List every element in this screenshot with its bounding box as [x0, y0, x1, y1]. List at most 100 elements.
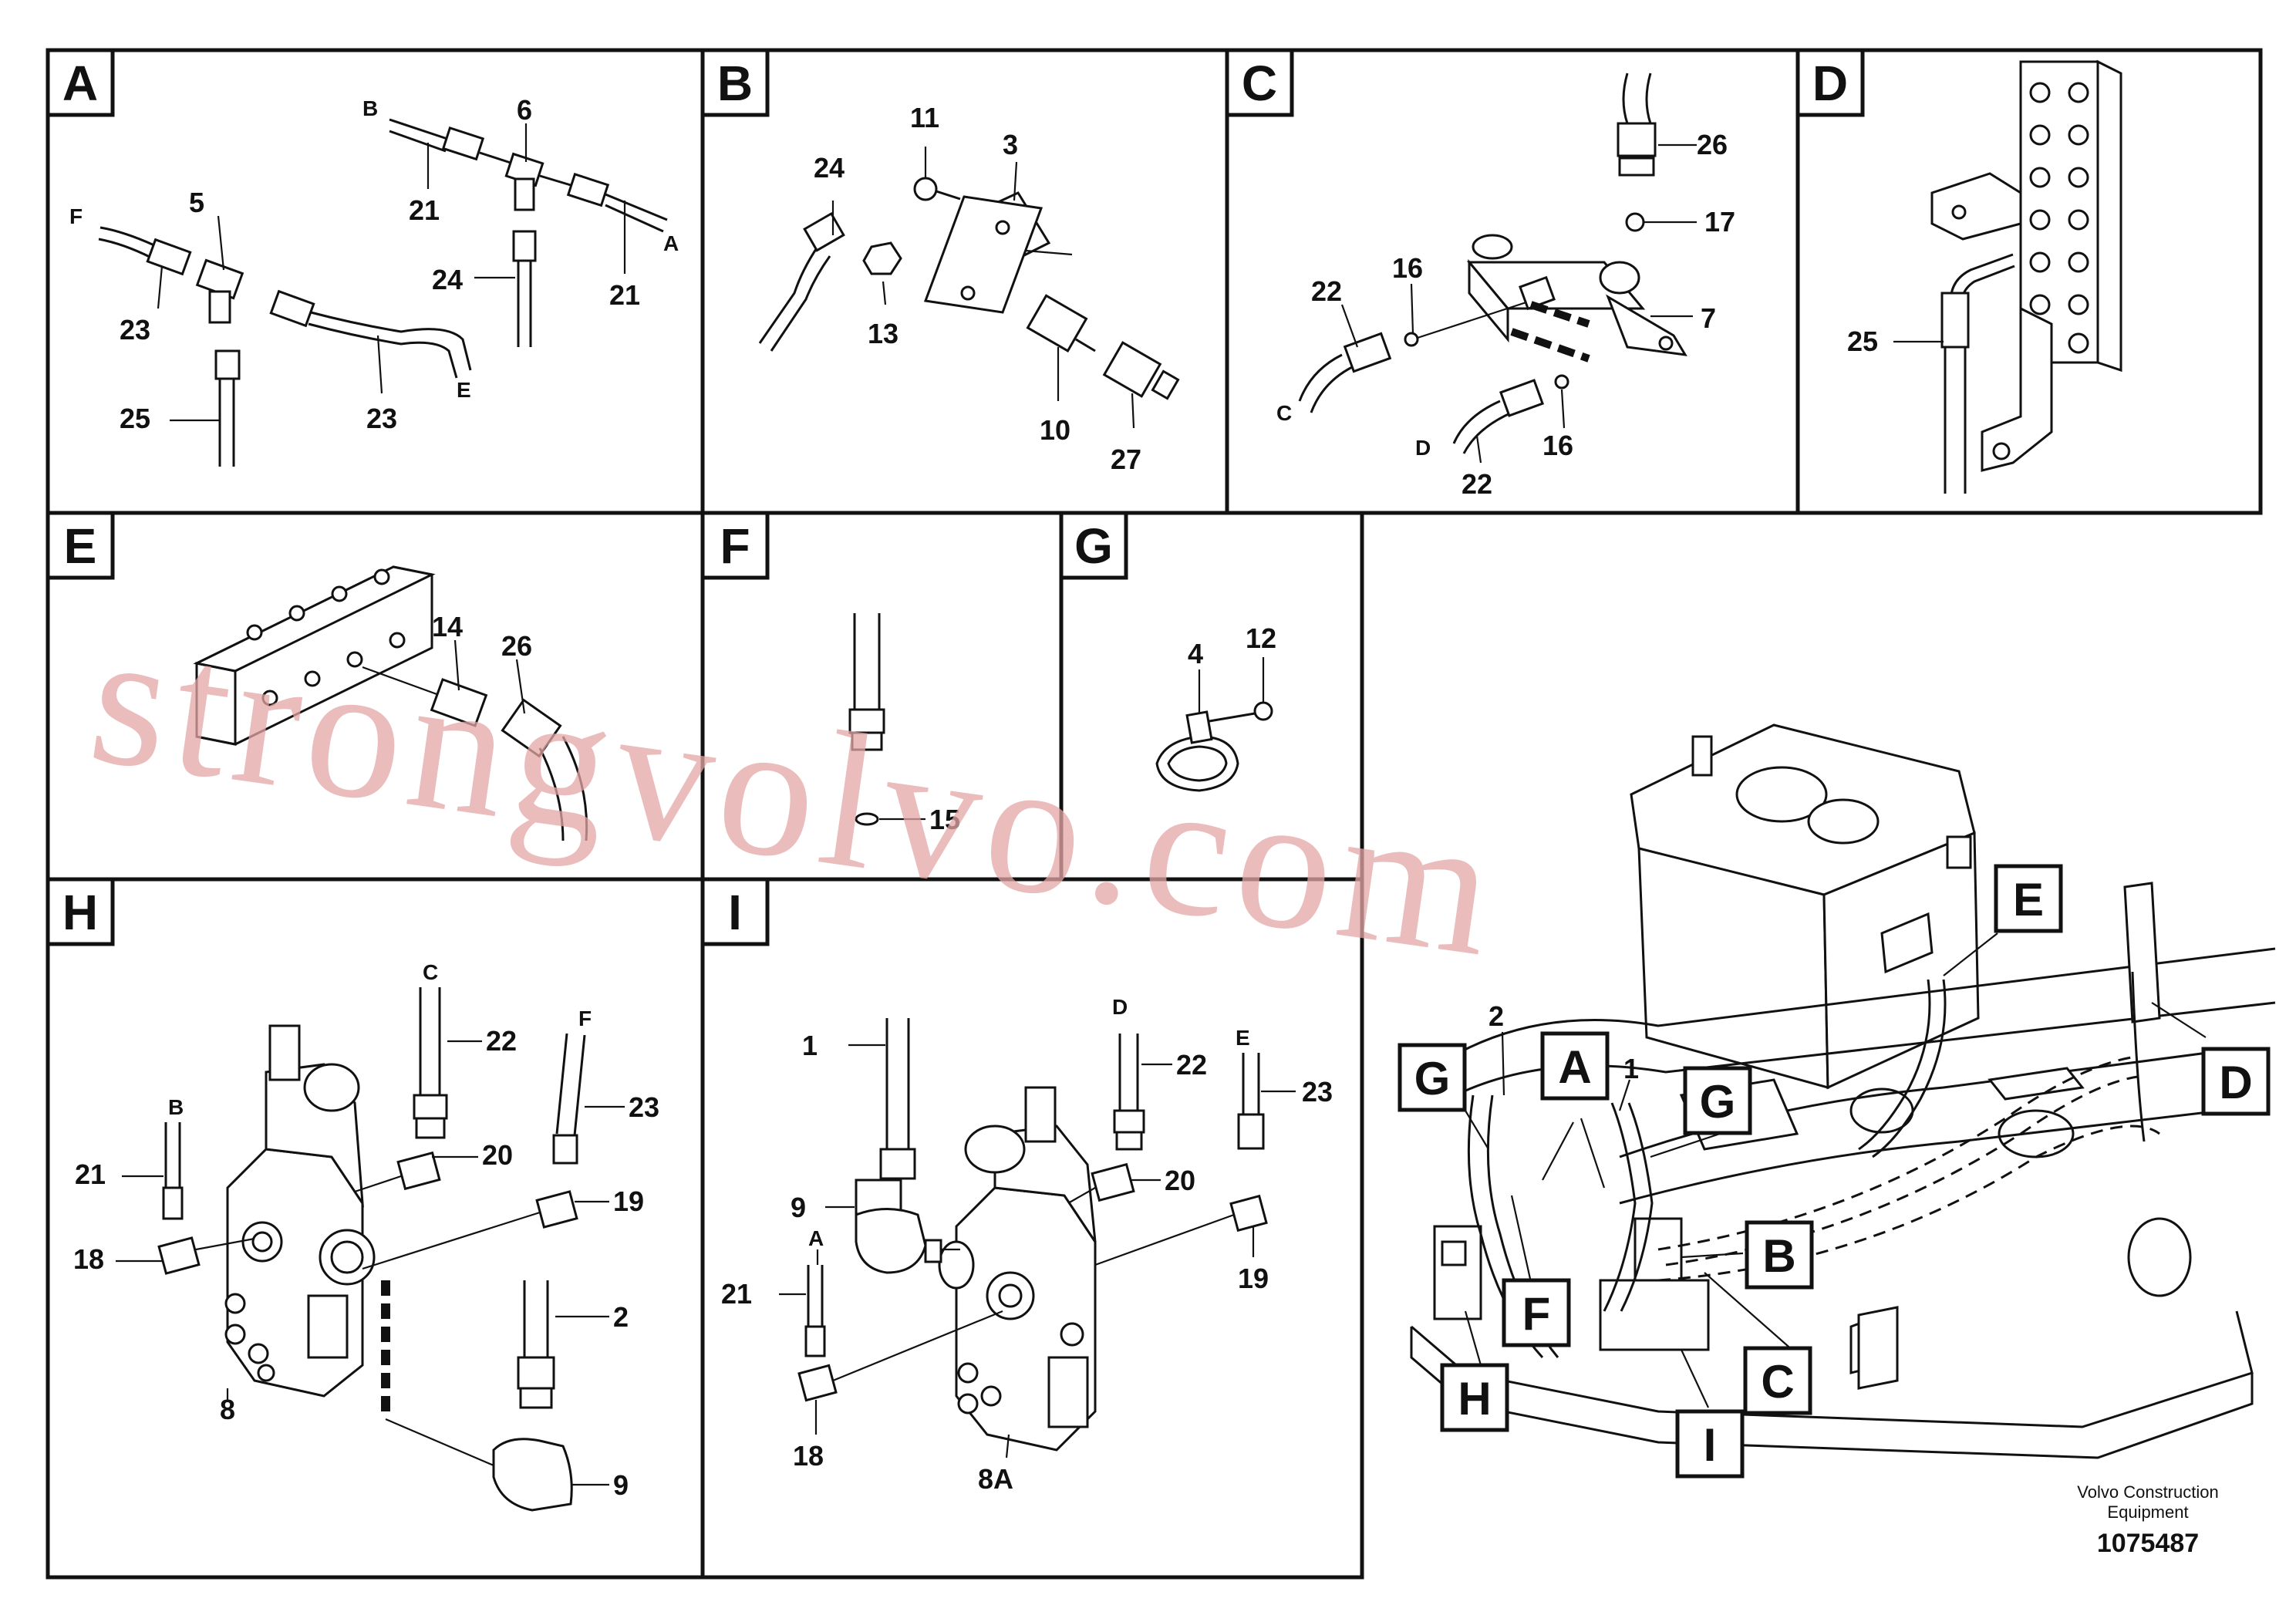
- svg-text:21: 21: [409, 194, 440, 226]
- callout-C: C: [1743, 1346, 1812, 1415]
- svg-text:21: 21: [609, 279, 640, 311]
- panel-tag-I: I: [700, 877, 770, 946]
- panel-B-drawing: 24 11 3 13 10 27: [758, 102, 1180, 475]
- svg-text:D: D: [1112, 995, 1128, 1019]
- svg-text:15: 15: [929, 804, 960, 835]
- svg-text:G: G: [1414, 1053, 1451, 1104]
- svg-text:5: 5: [189, 187, 204, 218]
- svg-text:E: E: [1236, 1026, 1250, 1050]
- svg-text:24: 24: [432, 264, 463, 295]
- svg-text:G: G: [1074, 518, 1113, 574]
- svg-text:H: H: [62, 885, 98, 940]
- panel-tag-E: E: [46, 511, 115, 580]
- panel-C-drawing: 26 17 16 22 7 C D 22 16: [1276, 73, 1735, 500]
- svg-text:A: A: [663, 231, 679, 255]
- panel-G-drawing: 4 12: [1155, 622, 1276, 792]
- svg-text:A: A: [1558, 1041, 1591, 1093]
- svg-text:22: 22: [1176, 1049, 1207, 1081]
- svg-text:23: 23: [366, 403, 397, 434]
- svg-text:F: F: [69, 204, 83, 228]
- svg-text:18: 18: [73, 1243, 104, 1275]
- svg-text:20: 20: [1165, 1165, 1195, 1196]
- svg-text:11: 11: [910, 102, 939, 133]
- svg-text:E: E: [2013, 874, 2044, 926]
- panel-tag-A: A: [46, 48, 115, 117]
- svg-text:B: B: [1762, 1230, 1795, 1282]
- panel-frames: [46, 48, 2263, 1580]
- svg-text:24: 24: [814, 152, 845, 184]
- svg-text:25: 25: [120, 403, 150, 434]
- panel-tag-C: C: [1225, 48, 1294, 117]
- svg-text:26: 26: [501, 630, 532, 662]
- panel-tag-B: B: [700, 48, 770, 117]
- svg-text:25: 25: [1847, 325, 1878, 357]
- svg-text:3: 3: [1003, 129, 1018, 160]
- callout-D: D: [2201, 1047, 2271, 1116]
- svg-text:27: 27: [1111, 443, 1141, 475]
- svg-text:1: 1: [802, 1030, 818, 1061]
- panel-tag-H: H: [46, 877, 115, 946]
- svg-text:9: 9: [613, 1469, 629, 1501]
- svg-text:8A: 8A: [978, 1463, 1013, 1495]
- panel-I-drawing: D 1 22 E 23 9 20 A 19 21 18 8A: [721, 995, 1333, 1495]
- callout-G-left: G: [1397, 1043, 1467, 1112]
- svg-text:C: C: [1761, 1356, 1794, 1408]
- svg-text:21: 21: [721, 1278, 752, 1310]
- svg-text:9: 9: [791, 1192, 806, 1223]
- svg-text:13: 13: [868, 318, 899, 349]
- brand-line-2: Equipment: [2107, 1502, 2188, 1522]
- svg-text:19: 19: [1238, 1263, 1269, 1294]
- svg-text:23: 23: [629, 1091, 659, 1123]
- panel-tag-F: F: [700, 511, 770, 580]
- overview-number-2: 2: [1489, 1000, 1504, 1032]
- svg-text:20: 20: [482, 1139, 513, 1171]
- svg-text:B: B: [362, 96, 378, 120]
- svg-text:22: 22: [486, 1025, 517, 1057]
- svg-text:23: 23: [120, 314, 150, 346]
- svg-text:I: I: [1704, 1419, 1717, 1471]
- svg-text:D: D: [2219, 1057, 2252, 1108]
- svg-text:A: A: [62, 56, 98, 111]
- svg-text:I: I: [728, 885, 742, 940]
- svg-text:F: F: [720, 518, 750, 574]
- svg-text:18: 18: [793, 1440, 824, 1472]
- callout-B: B: [1745, 1220, 1814, 1290]
- svg-text:C: C: [423, 960, 438, 984]
- panel-A-drawing: B 6 F 5 21 24 21 A 23 25 23 E: [69, 94, 679, 467]
- svg-text:22: 22: [1462, 468, 1492, 500]
- svg-text:6: 6: [517, 94, 532, 126]
- svg-text:8: 8: [220, 1394, 235, 1425]
- svg-text:F: F: [578, 1007, 592, 1030]
- document-number: 1075487: [2097, 1529, 2199, 1558]
- svg-text:17: 17: [1704, 206, 1735, 238]
- panel-E-drawing: 14 26: [193, 565, 588, 841]
- svg-text:10: 10: [1040, 414, 1070, 446]
- svg-text:A: A: [808, 1226, 824, 1250]
- callout-H: H: [1440, 1363, 1509, 1432]
- callout-A: A: [1540, 1031, 1610, 1101]
- svg-text:E: E: [64, 518, 97, 574]
- svg-text:B: B: [717, 56, 753, 111]
- callout-E: E: [1994, 864, 2063, 933]
- svg-text:26: 26: [1697, 129, 1728, 160]
- svg-text:19: 19: [613, 1185, 644, 1217]
- overview-number-1: 1: [1623, 1053, 1639, 1084]
- callout-I: I: [1675, 1409, 1745, 1479]
- brand-line-1: Volvo Construction: [2077, 1482, 2218, 1502]
- svg-text:16: 16: [1542, 430, 1573, 461]
- callout-F: F: [1502, 1278, 1571, 1347]
- svg-text:14: 14: [432, 611, 463, 642]
- svg-text:E: E: [457, 378, 471, 402]
- svg-text:22: 22: [1311, 275, 1342, 307]
- svg-text:12: 12: [1246, 622, 1276, 654]
- svg-text:16: 16: [1392, 252, 1423, 284]
- svg-text:G: G: [1700, 1076, 1736, 1128]
- panel-tag-D: D: [1795, 48, 1865, 117]
- panel-D-drawing: 25: [1847, 59, 2122, 494]
- panel-tag-G: G: [1059, 511, 1128, 580]
- svg-text:F: F: [1522, 1288, 1551, 1340]
- svg-text:2: 2: [613, 1301, 629, 1333]
- svg-text:C: C: [1242, 56, 1277, 111]
- svg-text:4: 4: [1188, 638, 1203, 669]
